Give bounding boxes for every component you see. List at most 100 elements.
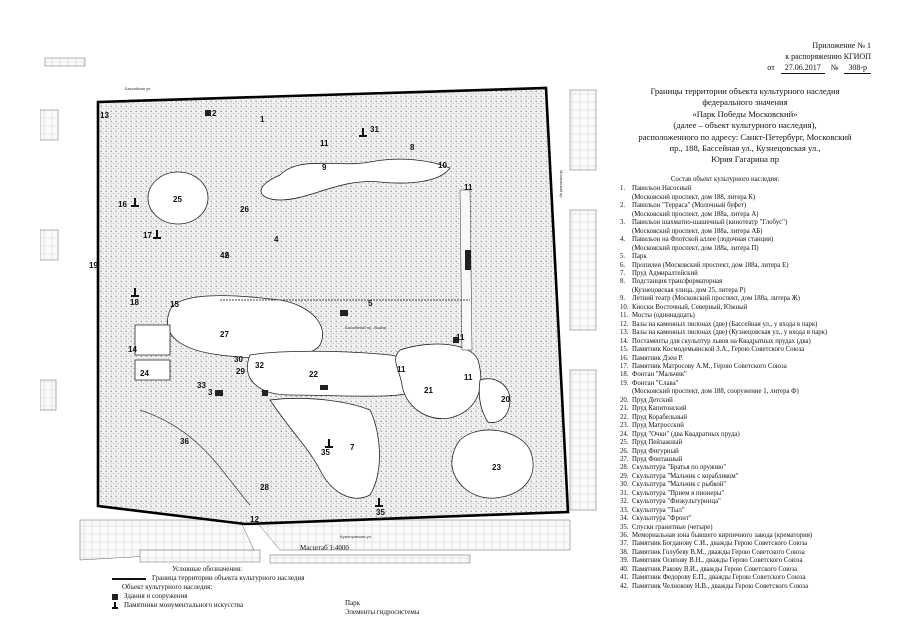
legend-monuments-row: Памятники монументального искусства (112, 601, 412, 610)
title-line: пр., 188, Бассейная ул., Кузнецовская ул… (669, 143, 821, 154)
park-map: Бассейная ул. Московский пр. Кузнецовска… (40, 50, 600, 570)
order-date-row: от 27.06.2017 № 308-р (631, 62, 871, 74)
list-item: 41.Памятник Федорову Е.П., дважды Герою … (620, 574, 890, 582)
list-item-number: 20. (620, 396, 629, 404)
map-label-l42: 42 (220, 251, 229, 260)
map-label-l25: 25 (173, 195, 182, 204)
map-label-l28: 28 (260, 483, 269, 492)
map-label-l10: 10 (438, 161, 447, 170)
list-item-text: Памятник Челнокову Н.В., дважды Герою Со… (632, 582, 809, 590)
list-item: 32.Скульптура "Физкультурница" (620, 498, 890, 506)
list-item-text: Пруд Фонтанный (632, 455, 683, 463)
legend-boundary-label: Граница территории объекта культурного н… (152, 574, 305, 582)
pond-23 (451, 429, 534, 499)
list-item-address: (Московский проспект, дом 188, литера К) (632, 193, 756, 201)
list-item-number: 32. (620, 498, 629, 506)
city-block (40, 109, 59, 141)
date-prefix: от (767, 63, 775, 72)
list-item-number: 39. (620, 557, 629, 565)
list-item: 24.Пруд "Очки" (два Квадратных пруда) (620, 431, 890, 439)
map-label-l18: 18 (130, 298, 139, 307)
list-item: 1.Павильон Насосный (620, 185, 890, 193)
document-title: Границы территории объекта культурного н… (610, 86, 880, 166)
list-item-text: Павильон Насосный (632, 185, 692, 193)
list-item-text: Скульптура "Мальчик с рыбкой" (632, 481, 727, 489)
list-item-number: 4. (620, 236, 626, 244)
list-item: 5.Парк (620, 253, 890, 261)
list-item-number: 7. (620, 269, 626, 277)
list-item-number: 34. (620, 515, 629, 523)
list-item-text: Павильон шахматно-шашечный (кинотеатр "Г… (632, 219, 788, 227)
list-item-text: Пруд Адмиралтейский (632, 269, 698, 277)
legend-title: Условные обозначения: (172, 565, 243, 573)
city-block (569, 369, 597, 511)
list-item-text: Подстанция трансформаторная (632, 278, 723, 286)
list-item: 17.Памятник Матросову А.М., Герою Советс… (620, 363, 890, 371)
map-label-l14: 14 (128, 345, 137, 354)
map-label-l2: 2 (212, 109, 217, 118)
legend-park-label: Парк (345, 599, 361, 607)
legend-components-label: Объект культурного наследия: (122, 583, 213, 591)
list-item: 15.Памятник Космодемьянской З.А., Герою … (620, 346, 890, 354)
list-item-number: 9. (620, 295, 626, 303)
map-label-l33: 33 (197, 381, 206, 390)
list-item: 8.Подстанция трансформаторная (620, 278, 890, 286)
heritage-boundary (96, 86, 570, 526)
list-item-text: Памятник Богданову С.И., дважды Герою Со… (632, 540, 808, 548)
map-label-l24: 24 (140, 369, 149, 378)
pond-7 (269, 397, 380, 499)
map-label-l5: 5 (368, 299, 373, 308)
list-item: 39.Памятник Осипову В.Н., дважды Герою С… (620, 557, 890, 565)
building-alley (465, 250, 471, 270)
list-item-number: 33. (620, 506, 629, 514)
list-item-text: Пропилеи (Московский проспект, дом 188а,… (632, 261, 789, 269)
list-item-number: 11. (620, 312, 629, 320)
list-item-text: Летний театр (Московский проспект, дом 1… (632, 295, 800, 303)
list-item-text: Скульптура "Братья по оружию" (632, 464, 727, 472)
list-item: 37.Памятник Богданову С.И., дважды Герою… (620, 540, 890, 548)
list-item: 29.Скульптура "Мальчик с корабликом" (620, 473, 890, 481)
map-label-l21: 21 (424, 386, 433, 395)
list-item: 42.Памятник Челнокову Н.В., дважды Герою… (620, 583, 890, 591)
list-item-number: 6. (620, 261, 626, 269)
legend-buildings-label: Здания и сооружения (124, 592, 188, 600)
header-block: Приложение № 1 к распоряжению КГИОП от 2… (631, 40, 871, 74)
list-item: 19.Фонтан "Слава" (620, 380, 890, 388)
list-item: 16.Памятник Дзен Р. (620, 355, 890, 363)
list-item-number: 14. (620, 337, 629, 345)
pond-26 (260, 158, 451, 201)
list-item-number: 22. (620, 413, 629, 421)
list-item-number: 28. (620, 464, 629, 472)
map-label-l30: 30 (234, 355, 243, 364)
building-3 (215, 390, 223, 396)
list-item-number: 38. (620, 548, 629, 556)
list-item: 36.Мемориальная зона бывшего кирпичного … (620, 532, 890, 540)
list-item-text: Скульптура "Фронт" (632, 515, 692, 523)
building-square-icon (112, 593, 118, 600)
map-label-l7: 7 (350, 443, 355, 452)
list-item-text: Пруд "Очки" (два Квадратных пруда) (632, 430, 740, 438)
alley (139, 409, 251, 506)
list-item-text: Пруд Пейзажный (632, 439, 683, 447)
list-item-number: 5. (620, 253, 626, 261)
map-label-l26: 26 (240, 205, 249, 214)
map-label-l35b: 35 (376, 508, 385, 517)
list-item-text: Вазы на каменных пилонах (две) (Бассейна… (632, 320, 818, 328)
map-label-l12: 12 (250, 515, 259, 524)
list-item-number: 12. (620, 320, 629, 328)
list-item-number: 23. (620, 422, 629, 430)
city-block (139, 549, 261, 563)
list-item-address: (Московский проспект, дом 188а, литера П… (632, 244, 759, 252)
map-label-l11d: 11 (397, 365, 406, 374)
map-label-l35a: 35 (321, 448, 330, 457)
list-item-text: Памятник Голубеву В.М., дважды Герою Сов… (632, 548, 805, 556)
list-item-address: (Кузнецовская улица, дом 25, литера Р) (632, 286, 746, 294)
legend: Условные обозначения: Граница территории… (112, 565, 412, 610)
building-6 (340, 310, 348, 316)
list-item: 18.Фонтан "Мальчик" (620, 371, 890, 379)
list-item-text: Скульптура "Физкультурница" (632, 498, 721, 506)
list-item: 33.Скульптура "Тыл" (620, 507, 890, 515)
map-label-l23: 23 (492, 463, 501, 472)
building-19 (320, 385, 328, 390)
